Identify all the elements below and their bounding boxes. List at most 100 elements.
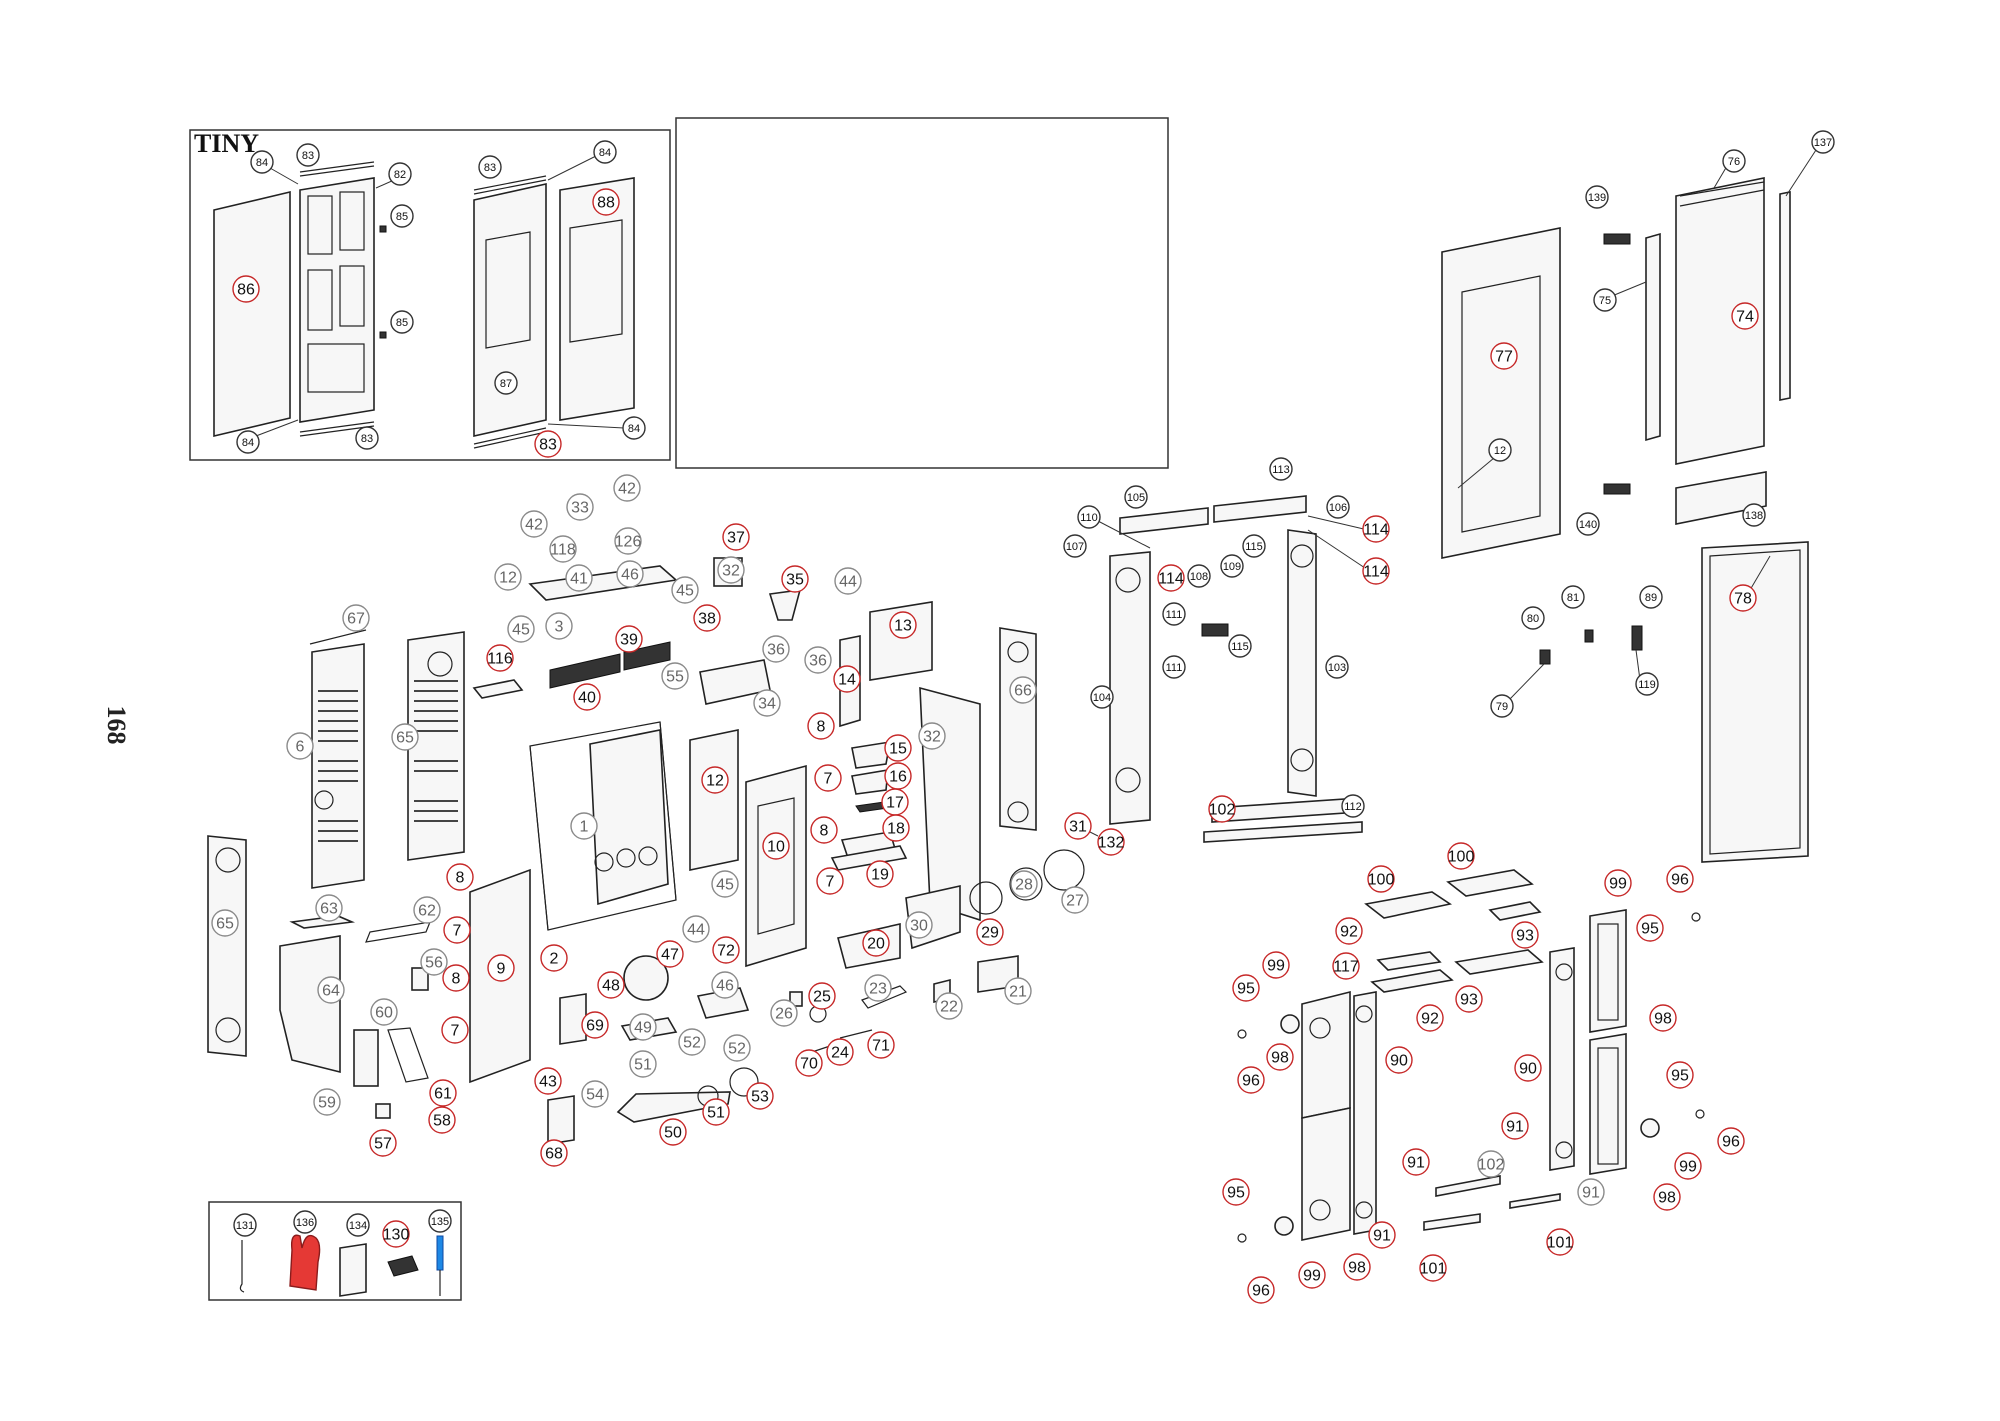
callout-circle: [816, 867, 844, 895]
callout-131: 131: [233, 1213, 257, 1237]
callout-label: 95: [1227, 1185, 1245, 1202]
callout-label: 99: [1303, 1268, 1321, 1285]
callout-59: 59: [313, 1088, 341, 1116]
callout-circle: [534, 1067, 562, 1095]
callout-label: 29: [981, 925, 999, 942]
callout-circle: [701, 766, 729, 794]
callout-circle: [1220, 554, 1244, 578]
callout-100: 100: [1447, 842, 1475, 870]
callout-42: 42: [520, 510, 548, 538]
callout-label: 88: [597, 195, 615, 212]
callout-label: 39: [620, 632, 638, 649]
callout-label: 1: [580, 819, 589, 836]
callout-label: 99: [1267, 958, 1285, 975]
callout-76: 76: [1722, 149, 1746, 173]
callout-circle: [1636, 914, 1664, 942]
callout-label: 38: [698, 611, 716, 628]
callout-43: 43: [534, 1067, 562, 1095]
callout-circle: [1367, 865, 1395, 893]
callout-26: 26: [770, 999, 798, 1027]
callout-39: 39: [615, 625, 643, 653]
callout-label: 46: [621, 567, 639, 584]
callout-circle: [746, 1082, 774, 1110]
callout-label: 54: [586, 1087, 604, 1104]
callout-115: 115: [1228, 634, 1252, 658]
callout-label: 45: [716, 877, 734, 894]
callout-circle: [1061, 886, 1089, 914]
callout-label: 15: [889, 741, 907, 758]
callout-label: 140: [1579, 519, 1597, 531]
callout-label: 40: [578, 690, 596, 707]
callout-83: 83: [478, 155, 502, 179]
callout-circle: [1325, 655, 1349, 679]
callout-8: 8: [810, 816, 838, 844]
callout-6: 6: [286, 732, 314, 760]
callout-label: 6: [296, 739, 305, 756]
callout-label: 136: [296, 1217, 314, 1229]
callout-label: 116: [487, 651, 513, 668]
callout-label: 107: [1066, 541, 1084, 553]
callout-circle: [1666, 865, 1694, 893]
callout-circle: [762, 635, 790, 663]
callout-51: 51: [702, 1098, 730, 1126]
callout-22: 22: [935, 992, 963, 1020]
callout-label: 42: [618, 481, 636, 498]
callout-24: 24: [826, 1038, 854, 1066]
callout-label: 92: [1421, 1011, 1439, 1028]
callout-label: 76: [1728, 156, 1740, 168]
callout-label: 25: [813, 989, 831, 1006]
callout-label: 67: [347, 611, 365, 628]
callout-label: 2: [550, 951, 559, 968]
callout-circle: [711, 971, 739, 999]
callout-46: 46: [711, 971, 739, 999]
callout-circle: [1385, 1046, 1413, 1074]
callout-88: 88: [592, 188, 620, 216]
callout-label: 8: [456, 870, 465, 887]
callout-72: 72: [712, 936, 740, 964]
callout-circle: [834, 567, 862, 595]
callout-label: 83: [484, 162, 496, 174]
callout-37: 37: [722, 523, 750, 551]
callout-circle: [1090, 685, 1114, 709]
callout-label: 62: [418, 903, 436, 920]
callout-circle: [1208, 795, 1236, 823]
callout-label: 55: [666, 669, 684, 686]
callout-label: 90: [1519, 1061, 1537, 1078]
callout-20: 20: [862, 929, 890, 957]
callout-circle: [478, 155, 502, 179]
callout-circle: [671, 576, 699, 604]
callout-label: 59: [318, 1095, 336, 1112]
callout-circle: [826, 1038, 854, 1066]
callout-label: 12: [1494, 445, 1506, 457]
callout-label: 111: [1166, 609, 1183, 621]
callout-110: 110: [1077, 505, 1101, 529]
callout-label: 32: [923, 729, 941, 746]
callout-circle: [1514, 1054, 1542, 1082]
callout-label: 22: [940, 999, 958, 1016]
callout-95: 95: [1222, 1178, 1250, 1206]
callout-label: 79: [1496, 701, 1508, 713]
callout-circle: [1477, 1150, 1505, 1178]
callout-96: 96: [1237, 1066, 1265, 1094]
callout-label: 3: [555, 619, 564, 636]
callout-circle: [1653, 1183, 1681, 1211]
callout-label: 135: [431, 1216, 449, 1228]
callout-circle: [494, 563, 522, 591]
callout-label: 52: [728, 1041, 746, 1058]
callout-circle: [391, 723, 419, 751]
callout-circle: [296, 143, 320, 167]
callout-83: 83: [296, 143, 320, 167]
callout-circle: [487, 954, 515, 982]
callout-99: 99: [1262, 951, 1290, 979]
callout-label: 75: [1599, 295, 1611, 307]
callout-circle: [570, 812, 598, 840]
callout-66: 66: [1009, 676, 1037, 704]
callout-98: 98: [1343, 1253, 1371, 1281]
callout-label: 13: [894, 618, 912, 635]
callout-105: 105: [1124, 485, 1148, 509]
callout-68: 68: [540, 1139, 568, 1167]
callout-circle: [293, 1210, 317, 1234]
callout-91: 91: [1368, 1221, 1396, 1249]
callout-92: 92: [1335, 917, 1363, 945]
callout-circle: [1077, 505, 1101, 529]
